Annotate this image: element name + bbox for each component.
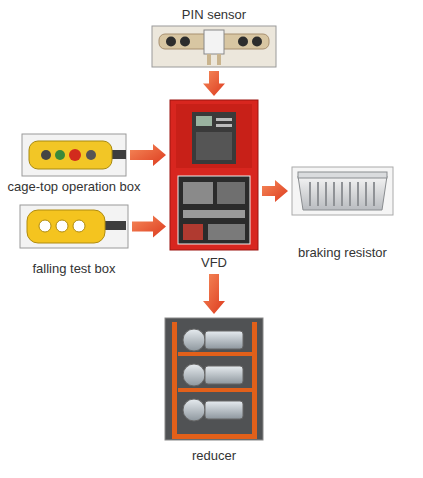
window <box>178 176 250 244</box>
photo-frame <box>20 205 128 248</box>
gear-housing <box>183 329 205 351</box>
photo-frame <box>22 134 126 176</box>
gear-housing <box>183 399 205 421</box>
cage-top-box-photo <box>22 134 126 176</box>
cabinet <box>170 100 258 250</box>
component <box>183 182 213 204</box>
component <box>217 182 245 204</box>
frame-post <box>172 322 177 438</box>
flow-arrow <box>203 71 225 96</box>
photo-frame <box>152 26 276 67</box>
sensor-hole <box>252 37 262 47</box>
vent-slats <box>310 182 374 206</box>
button <box>41 150 51 160</box>
component <box>208 224 245 240</box>
photo-frame <box>165 318 263 440</box>
gear-housing <box>183 364 205 386</box>
frame-bar <box>178 388 252 392</box>
braking-resistor-photo <box>292 167 393 215</box>
panel-line <box>216 118 232 121</box>
sensor-node: PIN sensor <box>152 26 276 67</box>
panel-area <box>196 132 232 160</box>
sensor-pin <box>207 54 211 65</box>
sensor-hole <box>166 37 176 47</box>
resistor-node: braking resistor <box>292 167 393 215</box>
terminal-rail <box>183 210 245 218</box>
sensor-block <box>204 30 224 54</box>
sensor-hole <box>180 37 190 47</box>
sensor-hole <box>238 37 248 47</box>
control-box-node: cage-top operation box <box>22 134 126 176</box>
node-label: PIN sensor <box>182 7 246 22</box>
pin-sensor-photo <box>152 26 276 67</box>
resistor-lid <box>298 172 387 178</box>
frame-base <box>172 434 257 439</box>
reducer-photo <box>165 318 263 440</box>
panel-line <box>216 124 232 127</box>
motor <box>205 401 243 419</box>
button <box>86 150 96 160</box>
photo-frame <box>292 167 393 215</box>
flow-arrow <box>203 274 225 314</box>
motor <box>205 331 243 349</box>
pendant-body <box>29 141 112 169</box>
node-label: cage-top operation box <box>8 179 141 194</box>
frame-post <box>252 322 257 438</box>
pendant-body <box>27 210 105 243</box>
node-label: falling test box <box>32 261 115 276</box>
vfd-node: VFD <box>170 100 258 250</box>
button <box>73 220 85 232</box>
vfd-cabinet-photo <box>170 100 258 250</box>
display-panel <box>192 112 236 164</box>
falling-test-box-photo <box>20 205 128 248</box>
motor <box>205 366 243 384</box>
flow-arrow <box>130 144 166 166</box>
sensor-pin <box>217 54 221 65</box>
resistor-housing <box>298 176 387 210</box>
node-label: reducer <box>192 448 236 463</box>
display <box>196 116 212 126</box>
control-box-node: falling test box <box>20 205 128 248</box>
reducer-node: reducer <box>165 318 263 440</box>
node-label: braking resistor <box>298 245 387 260</box>
frame-bar <box>178 352 252 356</box>
button <box>39 220 51 232</box>
button <box>56 220 68 232</box>
node-label: VFD <box>201 255 227 270</box>
button <box>69 149 81 161</box>
flow-arrow <box>132 216 166 238</box>
flow-arrow <box>262 180 288 202</box>
cabinet-door <box>176 104 252 168</box>
button <box>55 150 65 160</box>
component <box>183 224 203 240</box>
